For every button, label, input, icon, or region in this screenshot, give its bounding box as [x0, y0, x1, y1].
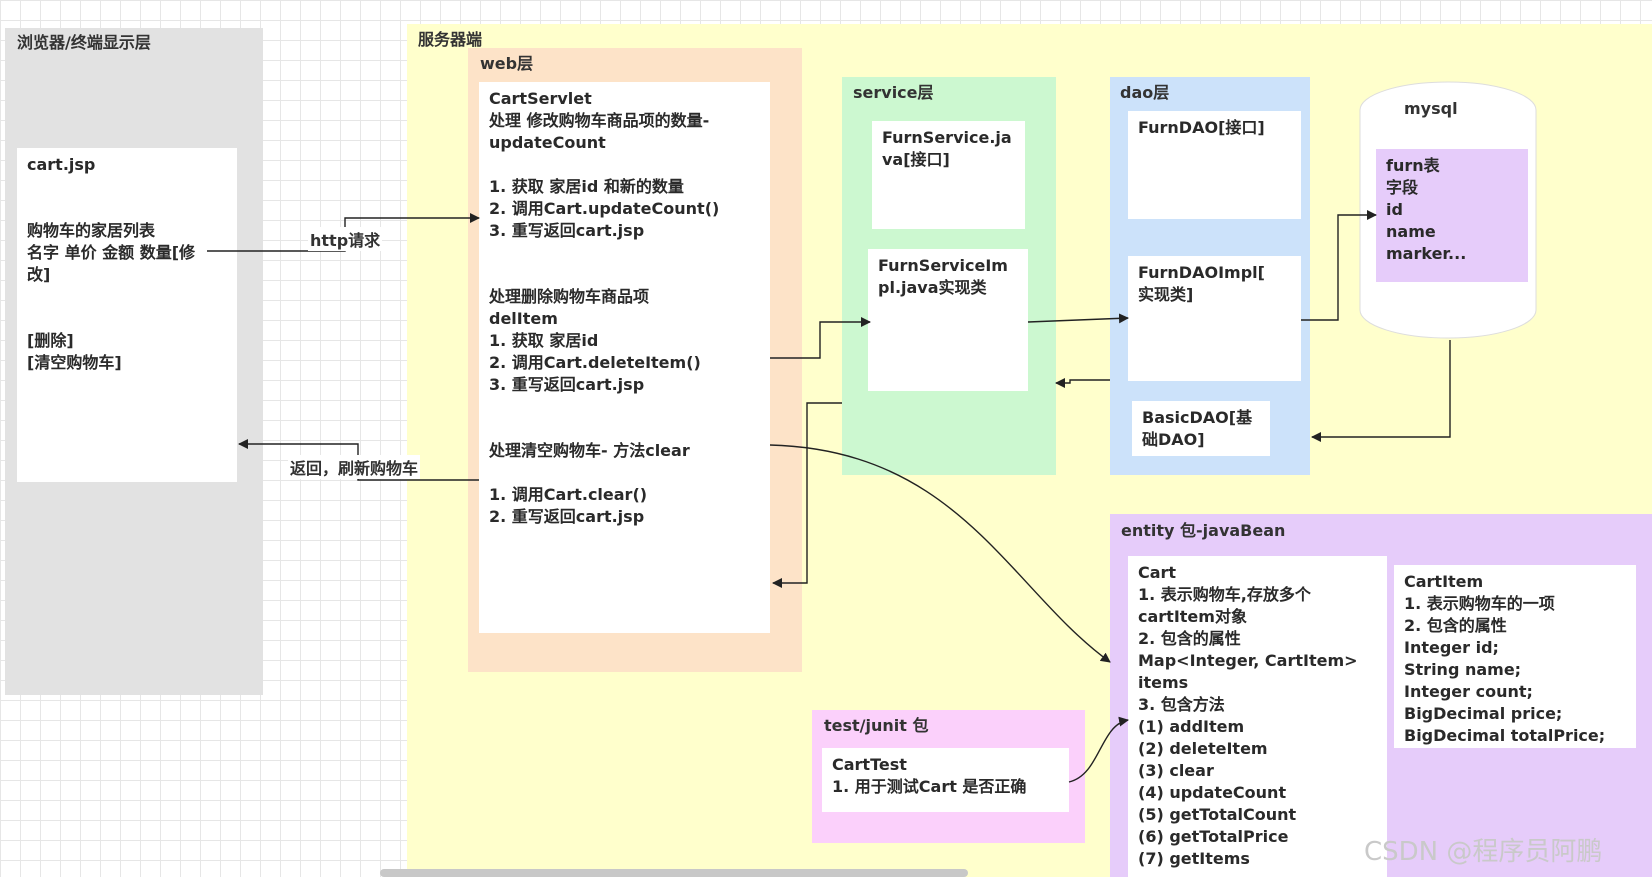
service-layer-title: service层 [853, 83, 934, 102]
mysql-title: mysql [1404, 99, 1458, 118]
cart-servlet-box: CartServlet 处理 修改购物车商品项的数量- updateCount … [479, 82, 770, 633]
cart-entity-box: Cart 1. 表示购物车,存放多个 cartItem对象 2. 包含的属性 M… [1128, 556, 1387, 877]
entity-package-title: entity 包-javaBean [1121, 521, 1286, 540]
test-package-title: test/junit 包 [824, 716, 929, 735]
http-request-label: http请求 [308, 227, 383, 251]
furn-service-interface-box: FurnService.ja va[接口] [872, 121, 1025, 229]
service-to-dao-arrow [1027, 313, 1129, 324]
cart-item-entity-box: CartItem 1. 表示购物车的一项 2. 包含的属性 Integer id… [1394, 565, 1636, 748]
horizontal-scrollbar[interactable] [380, 869, 968, 877]
mysql-to-basicdao-arrow [1311, 340, 1451, 442]
dao-to-service-arrow [1055, 378, 1110, 388]
dao-to-mysql-arrow [1301, 210, 1377, 321]
browser-layer-title: 浏览器/终端显示层 [17, 33, 151, 52]
test-to-cart-curve [1068, 716, 1129, 783]
furn-dao-interface-box: FurnDAO[接口] [1128, 111, 1301, 219]
furn-service-impl-box: FurnServiceIm pl.java实现类 [868, 249, 1028, 391]
web-to-entity-curve [769, 444, 1111, 663]
server-layer-title: 服务器端 [418, 30, 483, 49]
furn-table-box: furn表 字段 id name marker... [1376, 149, 1528, 282]
cart-test-box: CartTest 1. 用于测试Cart 是否正确 [822, 748, 1069, 812]
basic-dao-box: BasicDAO[基 础DAO] [1132, 401, 1270, 456]
return-refresh-label: 返回，刷新购物车 [288, 455, 421, 479]
service-to-web-arrow [772, 402, 842, 588]
furn-dao-impl-box: FurnDAOImpl[ 实现类] [1128, 256, 1301, 381]
web-layer-title: web层 [480, 54, 534, 73]
web-to-service-arrow [770, 317, 871, 359]
watermark: CSDN @程序员阿鹏 [1364, 837, 1603, 867]
dao-layer-title: dao层 [1120, 83, 1170, 102]
cart-jsp-box: cart.jsp 购物车的家居列表 名字 单价 金额 数量[修 改] [删除] … [17, 148, 237, 482]
